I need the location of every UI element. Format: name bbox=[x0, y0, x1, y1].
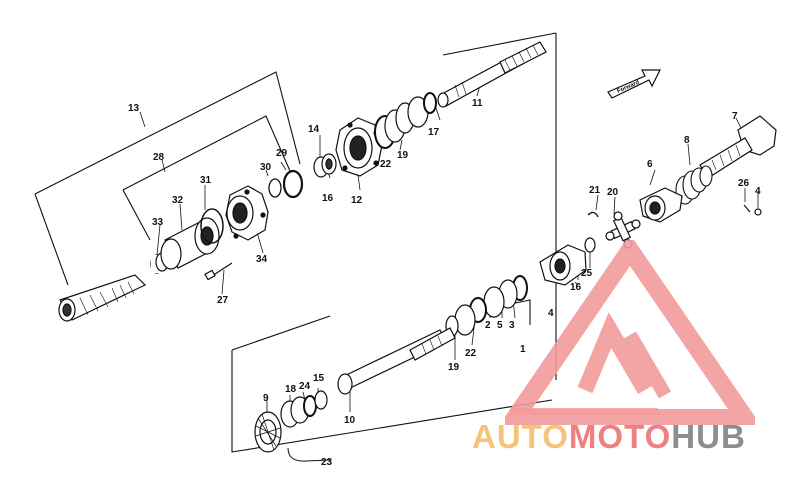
label-4-upper: 4 bbox=[755, 186, 761, 197]
snap-ring bbox=[587, 211, 599, 218]
label-32: 32 bbox=[172, 195, 184, 206]
input-shaft bbox=[437, 41, 547, 108]
label-12: 12 bbox=[351, 195, 363, 206]
label-23: 23 bbox=[321, 457, 333, 468]
label-10: 10 bbox=[344, 415, 356, 426]
label-31: 31 bbox=[200, 175, 212, 186]
label-3: 3 bbox=[509, 320, 515, 331]
label-8: 8 bbox=[684, 135, 690, 146]
label-20: 20 bbox=[607, 187, 619, 198]
label-18: 18 bbox=[285, 384, 297, 395]
part-labels: 13 28 31 32 33 34 27 30 29 14 16 12 22 1… bbox=[128, 98, 761, 468]
triangle-logo-icon bbox=[505, 240, 755, 425]
label-7: 7 bbox=[732, 111, 738, 122]
label-14: 14 bbox=[308, 124, 320, 135]
watermark-text: AUTOMOTOHUB bbox=[472, 418, 746, 455]
yoke-flange bbox=[699, 115, 777, 179]
label-30: 30 bbox=[260, 162, 272, 173]
label-16-lower: 16 bbox=[570, 282, 582, 293]
bearing-small bbox=[313, 153, 337, 178]
universal-joint-cross bbox=[605, 211, 641, 249]
label-27: 27 bbox=[217, 295, 229, 306]
label-24: 24 bbox=[299, 381, 311, 392]
label-13: 13 bbox=[128, 103, 140, 114]
bearing-assembly-upper bbox=[374, 92, 437, 149]
slip-yoke bbox=[639, 187, 683, 223]
washer bbox=[268, 178, 282, 198]
bolt bbox=[204, 262, 233, 281]
label-5: 5 bbox=[497, 320, 503, 331]
bevel-gear bbox=[254, 411, 282, 453]
bearing-assembly-lower bbox=[445, 275, 528, 337]
label-6: 6 bbox=[647, 159, 653, 170]
forward-arrow: Forward bbox=[607, 69, 661, 99]
flange-yoke-lower bbox=[539, 237, 596, 286]
label-22-lower: 22 bbox=[465, 348, 477, 359]
leader-lines bbox=[139, 84, 759, 412]
label-11: 11 bbox=[472, 98, 483, 109]
grease-fitting bbox=[743, 204, 762, 216]
bearing-housing bbox=[225, 185, 269, 241]
rubber-boot bbox=[675, 165, 713, 205]
label-4-lower: 4 bbox=[548, 308, 554, 319]
label-19: 19 bbox=[397, 150, 409, 161]
seal-ring bbox=[200, 208, 224, 244]
label-28: 28 bbox=[153, 152, 165, 163]
label-34: 34 bbox=[256, 254, 268, 265]
label-25: 25 bbox=[581, 268, 593, 279]
label-16: 16 bbox=[322, 193, 334, 204]
label-15: 15 bbox=[313, 373, 325, 384]
label-2: 2 bbox=[485, 320, 491, 331]
label-1: 1 bbox=[520, 344, 526, 355]
label-26: 26 bbox=[738, 178, 750, 189]
shim-leader bbox=[287, 447, 331, 462]
label-33: 33 bbox=[152, 217, 164, 228]
label-22: 22 bbox=[380, 159, 392, 170]
propeller-shaft bbox=[337, 327, 456, 395]
bearing-assembly-bottom bbox=[280, 390, 328, 428]
label-19-lower: 19 bbox=[448, 362, 460, 373]
oil-seal bbox=[282, 169, 304, 199]
label-29: 29 bbox=[276, 148, 288, 159]
label-21: 21 bbox=[589, 185, 601, 196]
svg-text:Forward: Forward bbox=[616, 80, 640, 95]
label-17: 17 bbox=[428, 127, 440, 138]
label-9: 9 bbox=[263, 393, 269, 404]
output-shaft bbox=[58, 274, 147, 322]
bracket-lines bbox=[34, 32, 557, 453]
